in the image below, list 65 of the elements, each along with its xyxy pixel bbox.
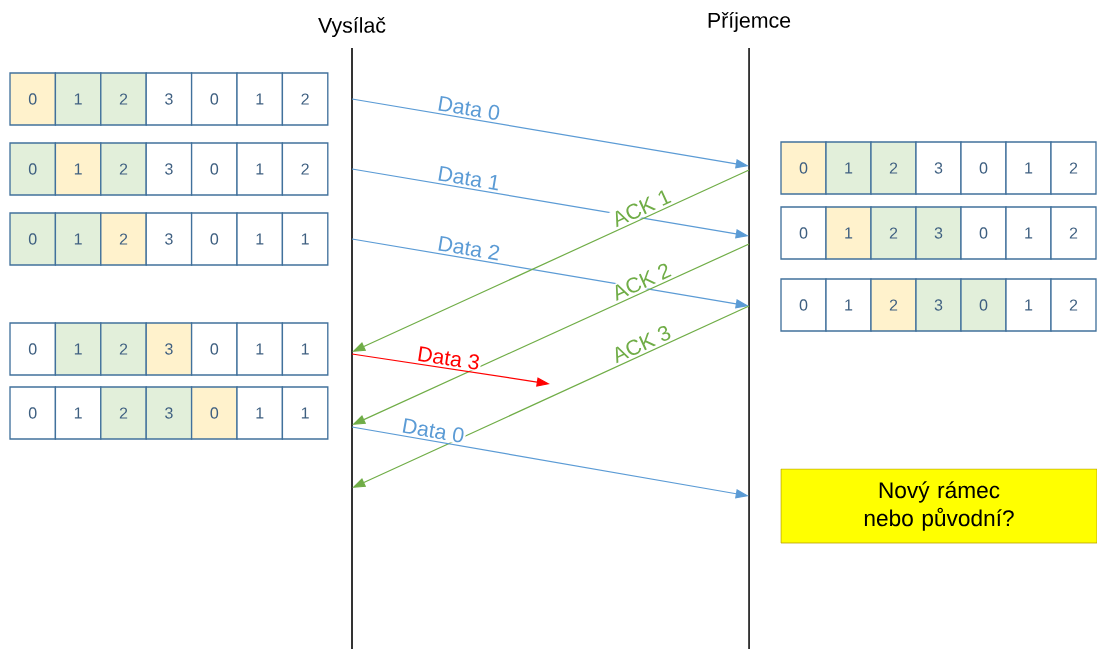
sequence-cell: 2 (100, 322, 147, 376)
sequence-cell: 1 (54, 212, 102, 266)
edge-label: ACK 3 (608, 322, 675, 366)
sequence-cell: 0 (9, 212, 57, 266)
sequence-cell: 3 (145, 72, 193, 126)
sequence-cell: 1 (1005, 141, 1052, 195)
sequence-cell: 1 (236, 72, 284, 126)
sequence-cell: 2 (281, 142, 329, 196)
sequence-cell: 1 (54, 322, 102, 376)
sequence-cell: 0 (190, 212, 238, 266)
sequence-cell: 3 (915, 206, 962, 260)
sequence-cell: 2 (1050, 206, 1097, 260)
sequence-cell: 0 (9, 72, 57, 126)
sequence-cell: 3 (915, 278, 962, 332)
sequence-cell: 1 (281, 386, 329, 440)
sequence-cell: 3 (145, 322, 193, 376)
sequence-cell: 1 (236, 386, 284, 440)
sequence-cell: 1 (54, 386, 102, 440)
sequence-cell: 2 (281, 72, 329, 126)
sequence-cell: 0 (780, 206, 827, 260)
edge-label: Data 0 (399, 416, 467, 445)
sequence-cell: 1 (825, 206, 872, 260)
sequence-cell: 0 (9, 322, 57, 376)
sequence-cell: 0 (780, 141, 827, 195)
sequence-cell: 1 (236, 212, 284, 266)
sequence-cell: 0 (190, 142, 238, 196)
sequence-cell: 1 (1005, 278, 1052, 332)
sequence-cell: 0 (9, 386, 57, 440)
sequence-cell: 2 (100, 212, 147, 266)
sequence-cell: 1 (281, 212, 329, 266)
edge-label: ACK 2 (608, 260, 675, 303)
sequence-cell: 2 (100, 142, 147, 196)
sequence-cell: 2 (870, 206, 917, 260)
edge-label: Data 2 (435, 233, 503, 263)
edge-label: ACK 1 (608, 186, 675, 230)
sequence-cell: 1 (236, 142, 284, 196)
note-box: Nový rámec nebo původní? (780, 468, 1097, 544)
sequence-cell: 0 (960, 278, 1007, 332)
sequence-cell: 1 (236, 322, 284, 376)
sequence-cell: 0 (190, 322, 238, 376)
sequence-cell: 3 (915, 141, 962, 195)
sequence-cell: 2 (1050, 278, 1097, 332)
sequence-cell: 2 (870, 278, 917, 332)
sequence-cell: 1 (1005, 206, 1052, 260)
sequence-cell: 0 (9, 142, 57, 196)
sequence-cell: 1 (54, 142, 102, 196)
sequence-cell: 1 (281, 322, 329, 376)
sequence-cell: 2 (1050, 141, 1097, 195)
sequence-cell: 1 (825, 141, 872, 195)
sequence-cell: 2 (870, 141, 917, 195)
sequence-cell: 1 (54, 72, 102, 126)
sequence-cell: 0 (190, 72, 238, 126)
edge-label: Data 3 (414, 344, 483, 372)
sequence-cell: 3 (145, 386, 193, 440)
edge-label: Data 0 (435, 93, 503, 123)
sequence-cell: 0 (780, 278, 827, 332)
sequence-cell: 0 (960, 206, 1007, 260)
edge-label: Data 1 (435, 164, 503, 193)
sequence-cell: 0 (190, 386, 238, 440)
sequence-cell: 0 (960, 141, 1007, 195)
sequence-cell: 1 (825, 278, 872, 332)
sequence-cell: 3 (145, 142, 193, 196)
sequence-cell: 2 (100, 386, 147, 440)
sequence-cell: 3 (145, 212, 193, 266)
sequence-cell: 2 (100, 72, 147, 126)
